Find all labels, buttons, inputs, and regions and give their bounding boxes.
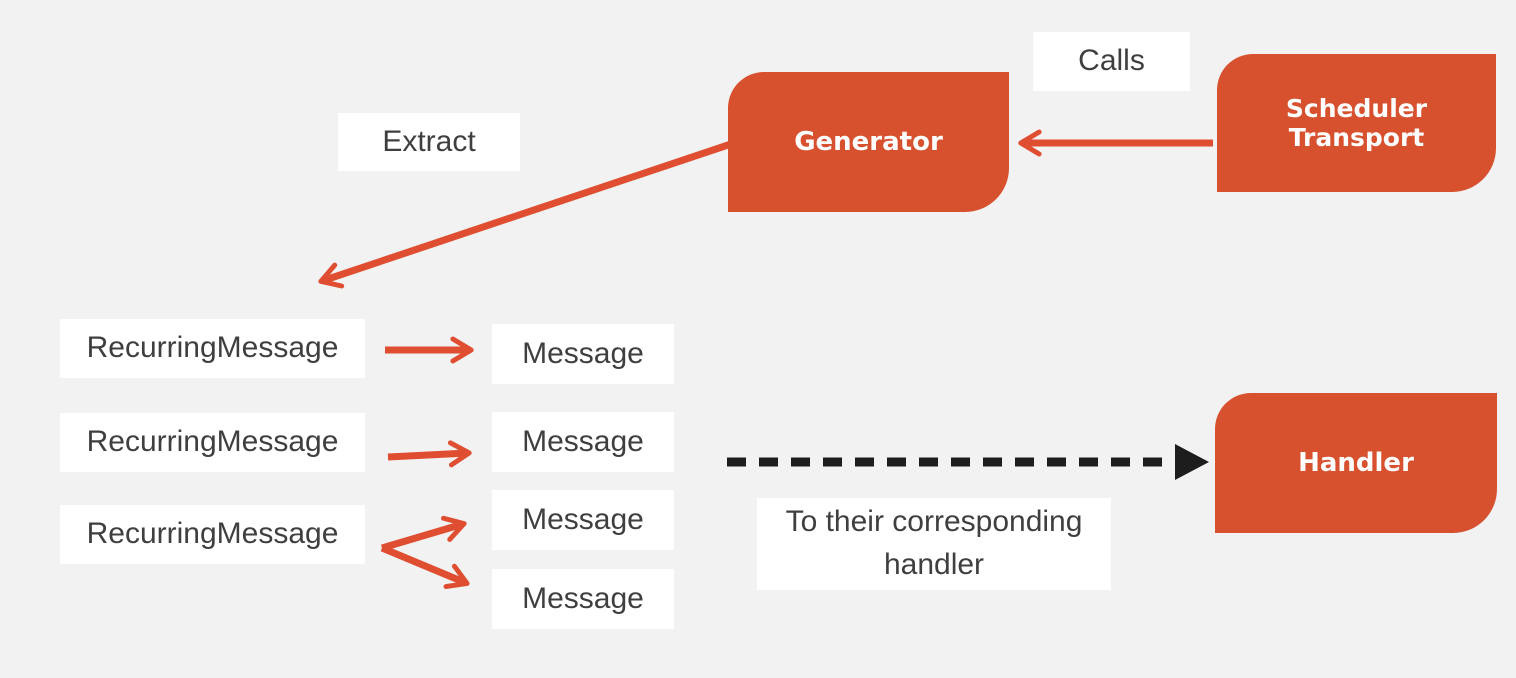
recurring-message-box-3: RecurringMessage [60,505,365,564]
arrow-recurring2-message2 [387,440,472,468]
recurring-message-box-1: RecurringMessage [60,319,365,378]
edge-label-to-handler: To their corresponding handler [757,498,1111,590]
message-box-1: Message [492,324,674,384]
message-box-2: Message [492,412,674,472]
edge-label-extract-text: Extract [382,124,476,158]
arrow-messages-to-handler-head [1175,444,1209,480]
message-label: Message [522,336,644,370]
message-label: Message [522,502,644,536]
edge-label-calls-text: Calls [1078,44,1145,78]
node-generator: Generator [728,72,1009,212]
edge-label-extract: Extract [338,113,520,171]
node-handler-label: Handler [1298,448,1414,478]
node-generator-label: Generator [794,127,943,157]
message-box-4: Message [492,569,674,629]
node-scheduler-transport-label: Scheduler Transport [1285,94,1428,152]
message-label: Message [522,581,644,615]
node-scheduler-transport: Scheduler Transport [1217,54,1496,192]
recurring-message-box-2: RecurringMessage [60,413,365,472]
message-box-3: Message [492,490,674,550]
edge-label-calls: Calls [1033,32,1190,91]
edge-label-to-handler-text: To their corresponding handler [785,505,1083,581]
recurring-message-label: RecurringMessage [86,517,339,551]
arrow-recurring3-message3 [381,515,467,552]
recurring-message-label: RecurringMessage [86,331,339,365]
node-handler: Handler [1215,393,1497,533]
recurring-message-label: RecurringMessage [86,425,339,459]
arrow-recurring3-message4 [380,544,470,590]
message-label: Message [522,424,644,458]
